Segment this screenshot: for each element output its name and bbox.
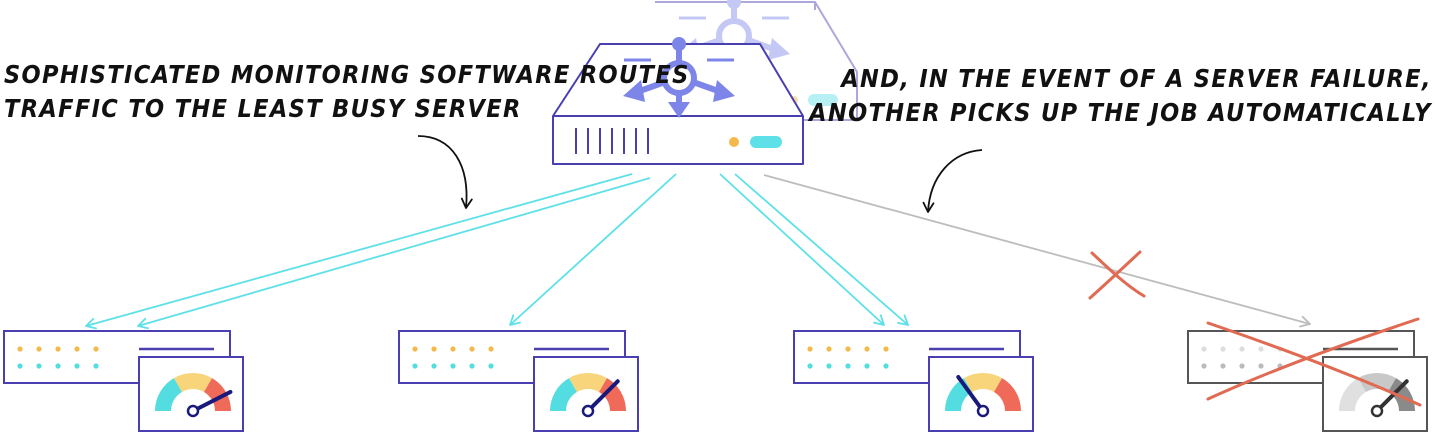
failed-server bbox=[1187, 317, 1428, 432]
gauge-pivot bbox=[581, 404, 595, 418]
gauge-segment bbox=[599, 378, 626, 411]
traffic-line bbox=[137, 177, 651, 330]
gauge-segment bbox=[1358, 373, 1396, 392]
gauge-pivot bbox=[976, 404, 990, 418]
status-light-cyan bbox=[750, 136, 782, 148]
server-led-dots bbox=[412, 346, 494, 369]
server-led-dots bbox=[1201, 346, 1283, 369]
router-arrows-icon bbox=[623, 37, 735, 118]
gauge-needle bbox=[1375, 379, 1409, 413]
traffic-line bbox=[719, 173, 885, 326]
annotation-right-line2: ANOTHER PICKS UP THE JOB AUTOMATICALLY bbox=[809, 98, 1432, 127]
status-light-cyan bbox=[808, 94, 838, 106]
server bbox=[398, 330, 639, 432]
gauge-needle bbox=[191, 389, 233, 413]
gauge-pivot bbox=[186, 404, 200, 418]
load-balancer bbox=[552, 0, 858, 165]
server-rack bbox=[3, 317, 1428, 432]
gauge-card bbox=[928, 356, 1034, 432]
failure-x-icon bbox=[1088, 250, 1146, 300]
gauge-segment bbox=[204, 378, 231, 411]
server bbox=[3, 330, 244, 432]
annotation-left-line2: TRAFFIC TO THE LEAST BUSY SERVER bbox=[4, 94, 522, 123]
gauge-segment bbox=[569, 373, 607, 392]
traffic-line bbox=[85, 173, 633, 330]
gauge-segment bbox=[964, 373, 1002, 392]
server bbox=[793, 330, 1034, 432]
failover-line bbox=[763, 174, 1311, 328]
connection-lines bbox=[85, 173, 1311, 330]
traffic-line bbox=[734, 173, 909, 326]
traffic-line bbox=[509, 173, 677, 326]
gauge-needle bbox=[586, 379, 620, 413]
gauge-segment bbox=[155, 378, 182, 411]
gauge-card bbox=[1322, 356, 1428, 432]
main-load-balancer bbox=[552, 37, 804, 165]
failure-x-icon bbox=[1206, 317, 1422, 407]
gauge-card bbox=[533, 356, 639, 432]
annotation-arrow-left bbox=[417, 135, 473, 209]
gauge-icon bbox=[945, 373, 1021, 418]
server-led-dots bbox=[807, 346, 889, 369]
gauge-icon bbox=[155, 373, 233, 418]
gauge-segment bbox=[1388, 378, 1415, 411]
annotation-left: SOPHISTICATED MONITORING SOFTWARE ROUTES… bbox=[4, 58, 690, 126]
gauge-icon bbox=[550, 373, 626, 418]
gauge-segment bbox=[994, 378, 1021, 411]
status-light-amber bbox=[729, 137, 739, 147]
gauge-segment bbox=[1339, 378, 1366, 411]
gauge-icon bbox=[1339, 373, 1415, 418]
server-led-dots bbox=[17, 346, 99, 369]
gauge-segment bbox=[174, 373, 212, 392]
gauge-pivot bbox=[1370, 404, 1384, 418]
annotation-arrows bbox=[417, 135, 983, 213]
annotation-left-line1: SOPHISTICATED MONITORING SOFTWARE ROUTES bbox=[4, 60, 690, 89]
gauge-segment bbox=[550, 378, 577, 411]
annotation-arrow-right bbox=[922, 149, 983, 213]
gauge-needle bbox=[956, 375, 985, 413]
annotation-right: AND, IN THE EVENT OF A SERVER FAILURE, A… bbox=[809, 62, 1432, 130]
annotation-right-line1: AND, IN THE EVENT OF A SERVER FAILURE, bbox=[841, 64, 1432, 93]
